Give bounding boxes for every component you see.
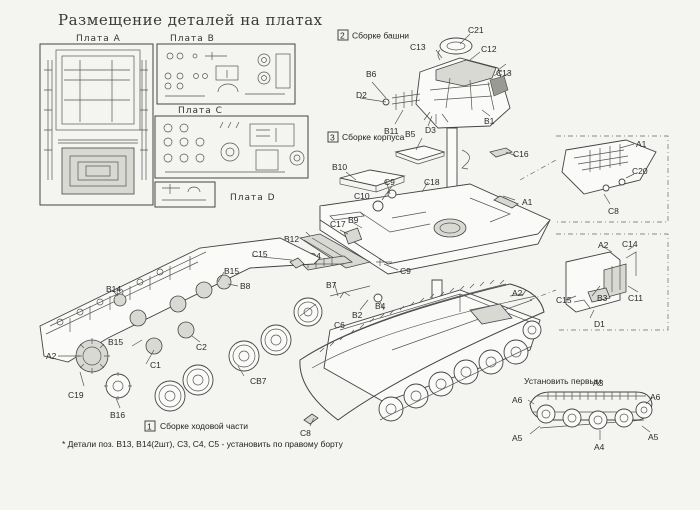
svg-text:C13: C13 <box>496 68 512 78</box>
svg-text:A3: A3 <box>593 378 604 388</box>
sprue-d-frame: Плата D <box>154 181 276 208</box>
svg-text:B7: B7 <box>326 280 337 290</box>
svg-text:C9: C9 <box>400 266 411 276</box>
svg-text:C10: C10 <box>354 191 370 201</box>
svg-text:C15: C15 <box>252 249 268 259</box>
svg-text:C1: C1 <box>150 360 161 370</box>
svg-text:C12: C12 <box>481 44 497 54</box>
track-inset: Установить первым A3 A6 A6 A5 A5 A4 <box>512 376 661 452</box>
step-3-label: Сборке корпуса <box>342 132 405 142</box>
svg-text:B14: B14 <box>106 284 121 294</box>
hull-small-parts: B2 B4 C6 B7 <box>326 280 386 330</box>
svg-text:C16: C16 <box>513 149 529 159</box>
svg-text:B9: B9 <box>348 215 359 225</box>
svg-text:3: 3 <box>330 133 335 143</box>
sprue-c-frame: Плата C <box>154 106 309 179</box>
page-title: Размещение деталей на платах <box>58 11 323 29</box>
svg-text:A2: A2 <box>46 351 57 361</box>
running-gear-callouts: C15 B15 B8 B14 C2 B15 C1 CB7 A2 C19 B16 … <box>46 249 317 438</box>
svg-text:B1: B1 <box>484 116 495 126</box>
svg-text:1: 1 <box>147 422 152 432</box>
detail-sponson: A1 C20 C8 <box>519 135 669 223</box>
svg-text:B15: B15 <box>224 266 239 276</box>
svg-text:A5: A5 <box>512 433 523 443</box>
svg-text:C19: C19 <box>68 390 84 400</box>
sprue-a-frame: Плата A <box>39 34 154 206</box>
svg-text:A2: A2 <box>598 240 609 250</box>
svg-text:D1: D1 <box>594 319 605 329</box>
svg-text:B16: B16 <box>110 410 125 420</box>
svg-text:B6: B6 <box>366 69 377 79</box>
sprue-b-frame: Плата B <box>156 34 296 105</box>
step-1-header: 1 Сборке ходовой части <box>144 420 248 432</box>
svg-text:B12: B12 <box>284 234 299 244</box>
svg-text:C8: C8 <box>300 428 311 438</box>
step-2-header: 2 Сборке башни <box>337 29 409 41</box>
svg-text:CB7: CB7 <box>250 376 267 386</box>
sprue-d-label: Плата D <box>230 193 276 203</box>
svg-text:B8: B8 <box>240 281 251 291</box>
svg-text:B2: B2 <box>352 310 363 320</box>
svg-text:A5: A5 <box>648 432 659 442</box>
svg-text:B11: B11 <box>384 126 399 136</box>
detail-rear: A2 C14 B3 C11 C15 D1 <box>529 233 669 331</box>
svg-text:A4: A4 <box>594 442 605 452</box>
svg-text:A6: A6 <box>512 395 523 405</box>
svg-text:C8: C8 <box>608 206 619 216</box>
sprue-b-label: Плата B <box>170 34 215 44</box>
svg-text:C18: C18 <box>424 177 440 187</box>
sprue-a-label: Плата A <box>76 34 121 44</box>
svg-text:C13: C13 <box>410 42 426 52</box>
turret-callouts: C21 C13 C12 C13 B6 D2 B11 D3 B1 <box>356 25 512 136</box>
svg-text:B5: B5 <box>405 129 416 139</box>
svg-text:C14: C14 <box>622 239 638 249</box>
svg-text:C6: C6 <box>334 320 345 330</box>
hull-upper-drawing <box>298 145 551 275</box>
svg-text:C21: C21 <box>468 25 484 35</box>
svg-text:A2: A2 <box>512 288 523 298</box>
install-first-label: Установить первым <box>524 376 602 386</box>
svg-text:C9: C9 <box>384 177 395 187</box>
svg-text:D3: D3 <box>425 125 436 135</box>
svg-text:C20: C20 <box>632 166 648 176</box>
svg-text:B3: B3 <box>597 293 608 303</box>
turret-drawing <box>382 37 511 129</box>
svg-text:2: 2 <box>340 31 345 41</box>
svg-text:C15: C15 <box>556 295 572 305</box>
svg-text:B4: B4 <box>375 301 386 311</box>
hull-lower-drawing: A2 <box>299 279 545 422</box>
svg-text:A1: A1 <box>636 139 647 149</box>
step-3-header: 3 Сборке корпуса <box>327 131 405 143</box>
svg-text:A1: A1 <box>522 197 533 207</box>
step-1-label: Сборке ходовой части <box>160 421 248 431</box>
svg-text:C11: C11 <box>628 293 643 303</box>
svg-text:A6: A6 <box>650 392 661 402</box>
sprue-c-label: Плата C <box>178 106 223 116</box>
svg-text:C17: C17 <box>330 219 346 229</box>
step-2-label: Сборке башни <box>352 31 409 41</box>
footnote: * Детали поз. B13, B14(2шт), C3, C4, C5 … <box>62 439 344 449</box>
svg-text:D2: D2 <box>356 90 367 100</box>
svg-text:B15: B15 <box>108 337 123 347</box>
svg-text:B10: B10 <box>332 162 347 172</box>
svg-text:C2: C2 <box>196 342 207 352</box>
